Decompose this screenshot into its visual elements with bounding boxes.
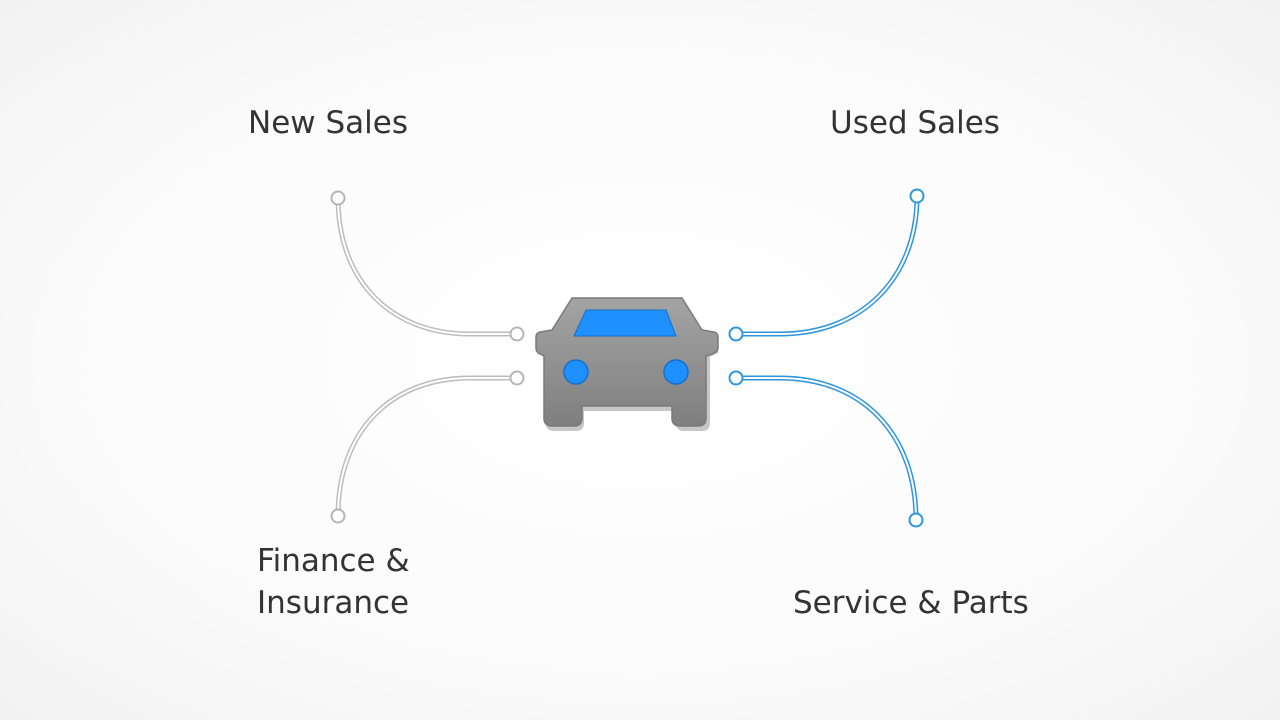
node-label-service-parts: Service & Parts <box>793 585 1029 621</box>
connector-used-sales <box>728 188 925 342</box>
connector-service-parts <box>728 370 924 528</box>
finance-label-line2: Insurance <box>257 585 410 621</box>
connector-finance-insurance <box>330 370 525 524</box>
node-label-used-sales: Used Sales <box>830 105 1000 141</box>
car-icon <box>535 297 719 431</box>
connector-new-sales <box>330 190 525 342</box>
node-label-new-sales: New Sales <box>248 105 408 141</box>
finance-label-line1: Finance & <box>257 543 410 579</box>
node-label-finance-insurance: Finance & Insurance <box>257 540 410 624</box>
